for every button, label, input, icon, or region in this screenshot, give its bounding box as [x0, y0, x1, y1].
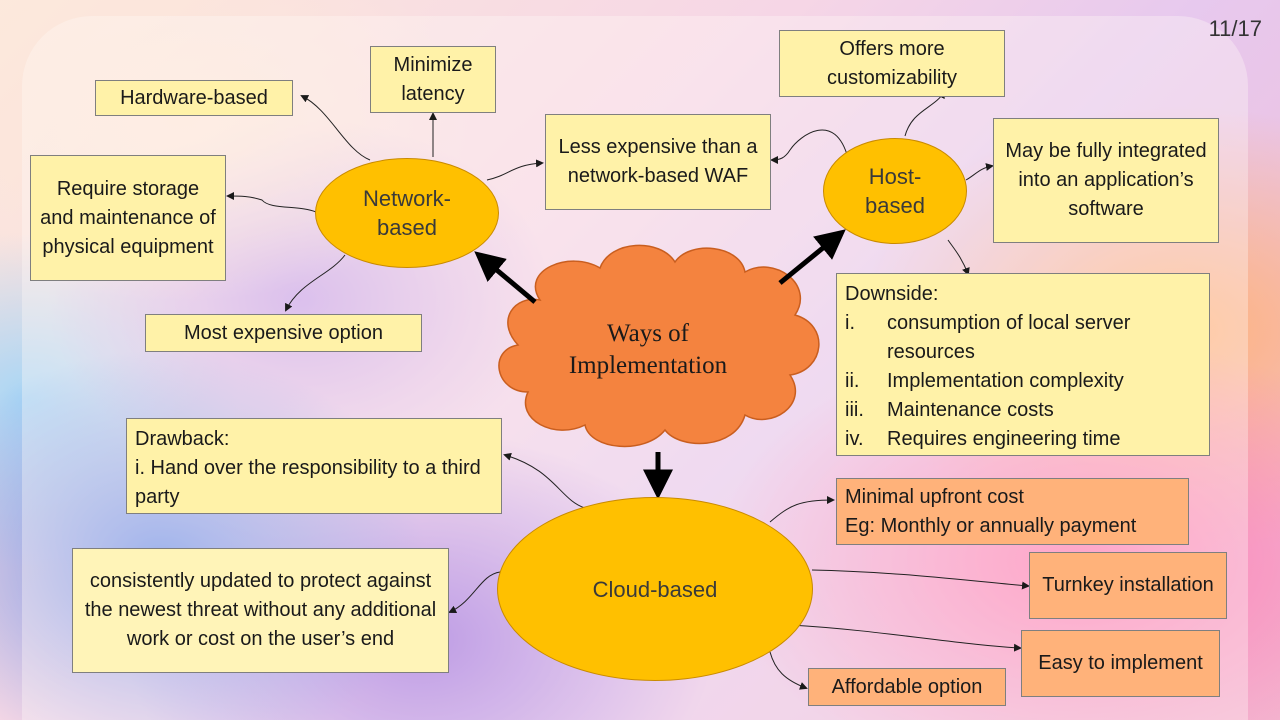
cloud-shape [498, 244, 820, 448]
network-based-node: Network-based [315, 158, 499, 268]
connector-expensive [285, 254, 346, 312]
connector-drawback [503, 452, 586, 509]
downside-item: iv. Requires engineering time [845, 425, 1201, 454]
most-expensive-text: Most expensive option [183, 321, 383, 344]
connector-updated [448, 571, 501, 614]
less-expensive-text: Less expensive than a network-based WAF [558, 136, 758, 187]
connector-host-comparison [770, 129, 849, 164]
connector-turnkey [811, 569, 1030, 590]
upfront-cost-box: Minimal upfront cost Eg: Monthly or annu… [836, 478, 1189, 545]
downside-item: iii. Maintenance costs [845, 396, 1201, 425]
storage-box: Require storage and maintenance of physi… [30, 155, 226, 281]
arrow-to-network [474, 251, 537, 304]
minimize-latency-box: Minimize latency [370, 46, 496, 113]
updated-box: consistently updated to protect against … [72, 548, 449, 673]
affordable-text: Affordable option [831, 675, 983, 698]
connector-upfront [769, 496, 835, 523]
upfront-cost-line1: Minimal upfront cost [845, 486, 1024, 508]
downside-item-number: i. [845, 312, 855, 334]
connector-integrated [965, 163, 994, 181]
downside-item: i. consumption of local server resources [845, 309, 1201, 367]
connector-comparison [486, 159, 544, 181]
connector-storage [226, 192, 317, 213]
downside-item-text: Requires engineering time [887, 428, 1121, 450]
upfront-cost-content: Minimal upfront cost Eg: Monthly or annu… [845, 483, 1180, 541]
minimize-latency-text: Minimize latency [393, 53, 473, 105]
network-based-label: Network-based [362, 186, 451, 240]
page-number: 11/17 [1208, 16, 1262, 41]
cloud-based-label: Cloud-based [592, 576, 718, 602]
connector-downside [947, 239, 970, 276]
easy-implement-text: Easy to implement [1038, 652, 1203, 674]
integrated-box: May be fully integrated into an applicat… [993, 118, 1219, 243]
most-expensive-box: Most expensive option [145, 314, 422, 352]
drawback-text: i. Hand over the responsibility to a thi… [135, 457, 481, 508]
host-based-label: Host-based [865, 164, 925, 218]
integrated-text: May be fully integrated into an applicat… [1005, 140, 1207, 220]
downside-item-text: Maintenance costs [887, 399, 1054, 421]
downside-item-number: iv. [845, 428, 864, 450]
downside-item-number: iii. [845, 399, 864, 421]
customizability-text: Offers more customizability [826, 37, 958, 89]
arrow-to-host [778, 229, 846, 285]
connector-customizability [904, 90, 945, 137]
downside-item: ii. Implementation complexity [845, 367, 1201, 396]
customizability-box: Offers more customizability [779, 30, 1005, 97]
connector-easy [789, 624, 1022, 652]
hardware-based-box: Hardware-based [95, 80, 293, 116]
drawback-content: Drawback: i. Hand over the responsibilit… [135, 425, 493, 512]
storage-text: Require storage and maintenance of physi… [40, 177, 216, 258]
drawback-box: Drawback: i. Hand over the responsibilit… [126, 418, 502, 514]
downside-item-text: Implementation complexity [887, 370, 1124, 392]
connector-affordable [769, 651, 808, 690]
downside-list: Downside: i. consumption of local server… [845, 280, 1201, 454]
updated-text: consistently updated to protect against … [84, 570, 437, 650]
less-expensive-box: Less expensive than a network-based WAF [545, 114, 771, 210]
easy-implement-box: Easy to implement [1021, 630, 1220, 697]
upfront-cost-line2: Eg: Monthly or annually payment [845, 515, 1137, 537]
hardware-based-text: Hardware-based [120, 86, 268, 109]
downside-box: Downside: i. consumption of local server… [836, 273, 1210, 456]
connector-hardware [300, 95, 371, 161]
turnkey-box: Turnkey installation [1029, 552, 1227, 619]
affordable-box: Affordable option [808, 668, 1006, 706]
downside-item-number: ii. [845, 370, 860, 392]
downside-item-text: consumption of local server resources [887, 312, 1131, 363]
downside-title: Downside: [845, 283, 939, 305]
cloud-based-node: Cloud-based [497, 497, 813, 681]
drawback-title: Drawback: [135, 428, 230, 450]
host-based-node: Host-based [823, 138, 967, 244]
center-title: Ways of Implementation [568, 320, 728, 379]
turnkey-text: Turnkey installation [1042, 574, 1214, 596]
